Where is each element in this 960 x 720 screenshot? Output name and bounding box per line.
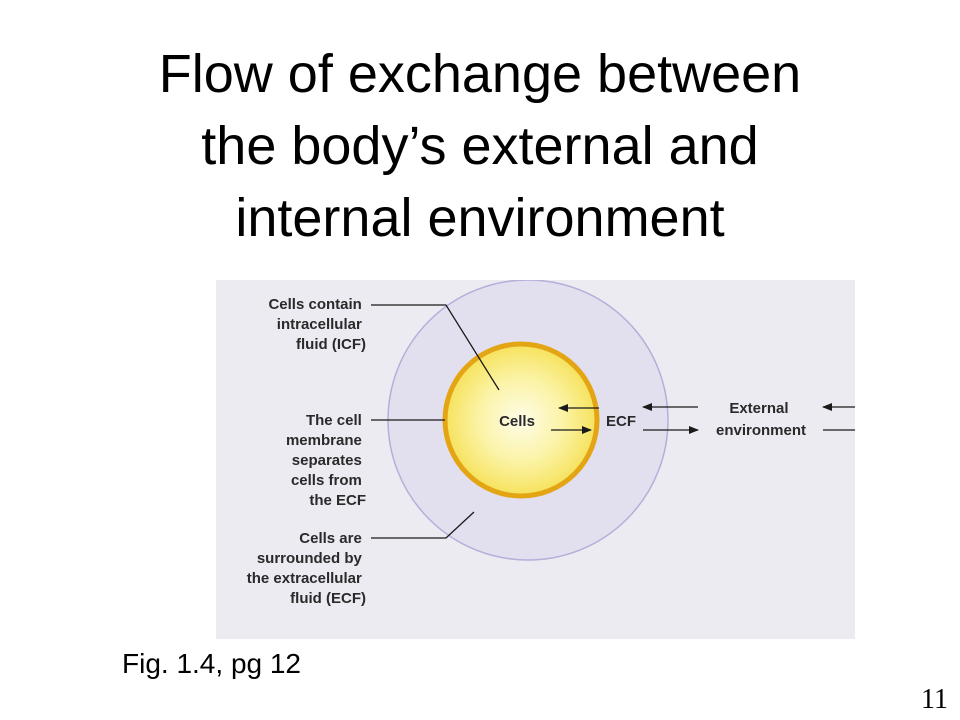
external-environment-label: External environment bbox=[716, 400, 806, 439]
label-ecf-line: the extracellular bbox=[247, 570, 362, 587]
label-membrane-line: membrane bbox=[286, 432, 362, 449]
label-membrane-line: the ECF bbox=[309, 492, 366, 509]
title-line-3: internal environment bbox=[235, 188, 725, 248]
label-membrane-line: The cell bbox=[306, 412, 362, 429]
leader-line-icf bbox=[371, 304, 500, 391]
label-ecf-line: fluid (ECF) bbox=[290, 590, 366, 607]
label-icf-line: intracellular bbox=[277, 316, 362, 333]
label-membrane-line: cells from bbox=[291, 472, 362, 489]
slide-title: Flow of exchange between the body’s exte… bbox=[0, 38, 960, 254]
page-number: 11 bbox=[921, 684, 948, 715]
cells-label: Cells bbox=[499, 413, 535, 430]
title-line-2: the body’s external and bbox=[201, 116, 759, 176]
label-ecf: Cells are surrounded by the extracellula… bbox=[247, 530, 366, 607]
leader-line-ecf bbox=[371, 511, 475, 539]
label-ecf-line: Cells are bbox=[299, 530, 362, 547]
label-icf: Cells contain intracellular fluid (ICF) bbox=[268, 296, 366, 353]
label-membrane-line: separates bbox=[292, 452, 362, 469]
external-environment-line: environment bbox=[716, 422, 806, 439]
title-line-1: Flow of exchange between bbox=[158, 44, 802, 104]
label-icf-line: Cells contain bbox=[268, 296, 361, 313]
external-environment-line: External bbox=[729, 400, 788, 417]
exchange-diagram: Cells contain intracellular fluid (ICF) … bbox=[216, 280, 855, 639]
figure-caption: Fig. 1.4, pg 12 bbox=[122, 648, 302, 679]
label-icf-line: fluid (ICF) bbox=[296, 336, 366, 353]
ecf-node-label: ECF bbox=[606, 413, 636, 430]
label-ecf-line: surrounded by bbox=[257, 550, 363, 567]
label-membrane: The cell membrane separates cells from t… bbox=[286, 412, 366, 509]
